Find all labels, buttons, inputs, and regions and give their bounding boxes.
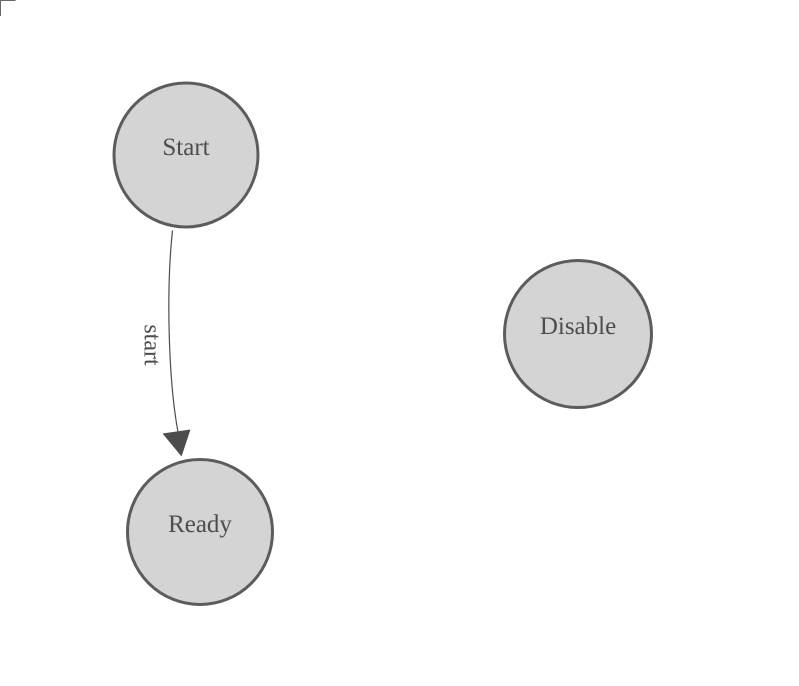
canvas-corner-mark [0,0,16,16]
edge-start-ready[interactable]: start [139,230,191,457]
node-disable-label: Disable [540,313,616,340]
node-disable[interactable]: Disable [503,259,653,409]
edge-path[interactable] [168,230,182,445]
edge-label: start [139,324,165,366]
node-ready[interactable]: Ready [126,458,274,606]
node-ready-label: Ready [168,511,232,538]
node-start[interactable]: Start [112,81,260,229]
node-ready-circle[interactable] [126,458,274,606]
node-disable-circle[interactable] [503,259,653,409]
node-start-label: Start [162,134,209,161]
edge-arrowhead-icon[interactable] [162,429,191,457]
node-start-circle[interactable] [112,81,260,229]
